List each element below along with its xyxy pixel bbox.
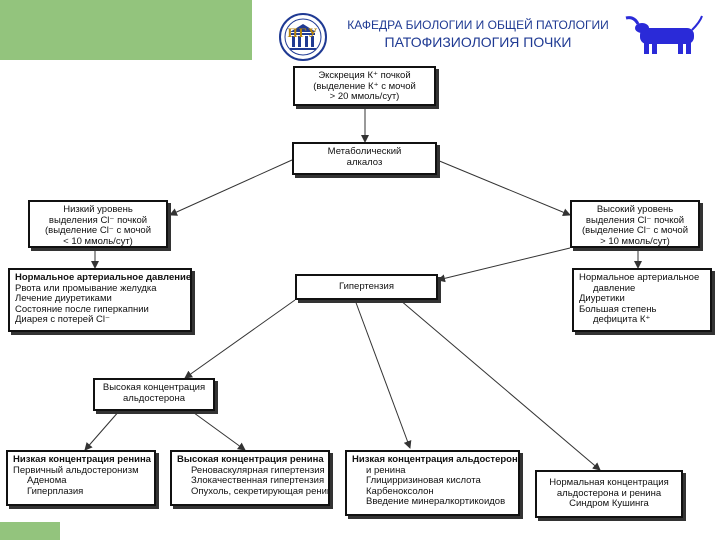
arrow-high-aldosterone-to-high-renin <box>189 409 246 451</box>
arrow-hypertension-to-high-aldosterone <box>184 299 296 379</box>
bottom-left-green-panel <box>0 522 60 540</box>
low-cl-box: Низкий уровень выделения Cl⁻ почкой (выд… <box>28 200 168 248</box>
metabolic-alkalosis-box: Метаболический алкалоз <box>292 142 437 175</box>
normal-aldosterone-box: Нормальная концентрация альдостерона и р… <box>535 470 683 518</box>
normal-bp-right-box: Нормальное артериальное давление Диурети… <box>572 268 712 332</box>
arrow-high-aldosterone-to-low-renin <box>84 409 121 451</box>
dachshund-icon <box>620 12 704 56</box>
low-aldosterone-box: Низкая концентрация альдостерона и ренин… <box>345 450 520 516</box>
arrow-hypertension-to-normal-aldosterone <box>399 299 601 471</box>
normal-bp-left-box: Нормальное артериальное давление Рвота и… <box>8 268 192 332</box>
excretion-box: Экскреция К⁺ почкой (выделение К⁺ с мочо… <box>293 66 436 106</box>
logo-text: ПГУ <box>287 25 319 40</box>
arrow-high-cl-to-hypertension <box>437 247 571 283</box>
page-title: ПАТОФИЗИОЛОГИЯ ПОЧКИ <box>384 34 572 50</box>
university-logo-icon: ПГУ <box>278 12 328 62</box>
arrow-hypertension-to-low-aldosterone <box>354 299 412 449</box>
arrow-alkalosis-to-high-cl <box>436 159 571 217</box>
arrow-alkalosis-to-low-cl <box>169 159 293 216</box>
low-renin-box: Низкая концентрация ренина Первичный аль… <box>6 450 156 506</box>
high-aldosterone-box: Высокая концентрация альдостерона <box>93 378 215 411</box>
high-renin-box: Высокая концентрация ренина Реноваскуляр… <box>170 450 330 506</box>
department-name: КАФЕДРА БИОЛОГИИ И ОБЩЕЙ ПАТОЛОГИИ <box>347 18 609 32</box>
top-left-green-panel <box>0 0 252 60</box>
high-cl-box: Высокий уровень выделения Cl⁻ почкой (вы… <box>570 200 700 248</box>
hypertension-box: Гипертензия <box>295 274 438 300</box>
